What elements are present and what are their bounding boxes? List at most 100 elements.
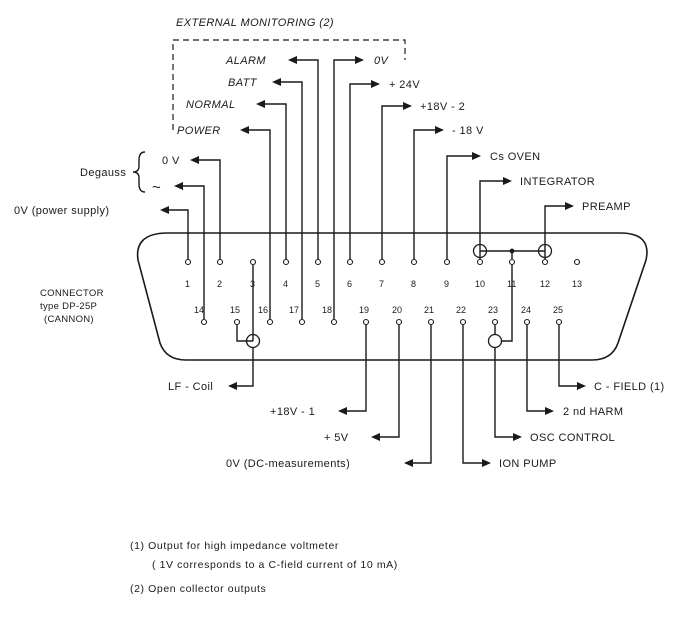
pin-12 bbox=[541, 258, 549, 266]
pin-number: 16 bbox=[258, 305, 268, 315]
pin-number: 4 bbox=[283, 279, 288, 289]
wire-integrator bbox=[479, 180, 503, 259]
wire-degauss-ac bbox=[182, 185, 205, 319]
label-degauss-0v: 0 V bbox=[162, 155, 180, 167]
arrow-0v-monitor bbox=[355, 56, 364, 64]
pin-10 bbox=[476, 258, 484, 266]
pin-number: 23 bbox=[488, 305, 498, 315]
pin-14 bbox=[200, 318, 208, 326]
jumper-3-15 bbox=[236, 265, 254, 342]
pins-top-row bbox=[184, 258, 581, 266]
label-preamp: PREAMP bbox=[582, 201, 631, 213]
pin-number: 10 bbox=[475, 279, 485, 289]
pin-23 bbox=[491, 318, 499, 326]
wire-osc-control bbox=[494, 348, 513, 438]
wire-plus24v bbox=[349, 83, 371, 259]
wire-plus18v-1 bbox=[346, 325, 367, 412]
pin-11 bbox=[508, 258, 516, 266]
pin-number: 1 bbox=[185, 279, 190, 289]
arrow-power bbox=[240, 126, 249, 134]
arrow-cs-oven bbox=[472, 152, 481, 160]
pin-number: 12 bbox=[540, 279, 550, 289]
jumper-11-23 bbox=[494, 265, 513, 342]
label-cs-oven: Cs OVEN bbox=[490, 151, 540, 163]
arrow-batt bbox=[272, 78, 281, 86]
pin-number: 22 bbox=[456, 305, 466, 315]
arrow-power-supply bbox=[160, 206, 169, 214]
degauss-brace bbox=[132, 151, 146, 193]
pin-15 bbox=[233, 318, 241, 326]
pin-21 bbox=[427, 318, 435, 326]
arrow-plus5v bbox=[371, 433, 380, 441]
label-plus24v: + 24V bbox=[389, 79, 420, 91]
label-alarm: ALARM bbox=[225, 55, 266, 67]
wire-2nd-harm bbox=[526, 325, 545, 412]
pin-8 bbox=[410, 258, 418, 266]
arrow-preamp bbox=[565, 202, 574, 210]
arrow-lf-coil bbox=[228, 382, 237, 390]
arrow-normal bbox=[256, 100, 265, 108]
arrow-degauss-0v bbox=[190, 156, 199, 164]
connector-shell bbox=[136, 232, 648, 361]
pin-5 bbox=[314, 258, 322, 266]
label-dc-measurements: 0V (DC-measurements) bbox=[226, 458, 350, 470]
pin-number: 5 bbox=[315, 279, 320, 289]
pin-number: 18 bbox=[322, 305, 332, 315]
label-plus18v-2: +18V - 2 bbox=[420, 101, 465, 113]
arrow-osc-control bbox=[513, 433, 522, 441]
pin-2 bbox=[216, 258, 224, 266]
pins-bottom-row bbox=[200, 318, 563, 326]
label-integrator: INTEGRATOR bbox=[520, 176, 595, 188]
pin-7 bbox=[378, 258, 386, 266]
pin-number: 17 bbox=[289, 305, 299, 315]
wire-alarm bbox=[296, 59, 319, 259]
external-monitoring-title: EXTERNAL MONITORING (2) bbox=[176, 17, 334, 29]
pin-3 bbox=[249, 258, 257, 266]
label-plus5v: + 5V bbox=[324, 432, 349, 444]
wire-dc-measurements bbox=[412, 325, 432, 464]
pin-number: 21 bbox=[424, 305, 434, 315]
pin-number: 25 bbox=[553, 305, 563, 315]
arrow-ion-pump bbox=[482, 459, 491, 467]
arrow-plus18v-1 bbox=[338, 407, 347, 415]
label-plus18v-1: +18V - 1 bbox=[270, 406, 315, 418]
wire-preamp bbox=[544, 205, 565, 259]
pin-19 bbox=[362, 318, 370, 326]
wire-power bbox=[248, 129, 271, 319]
wire-ion-pump bbox=[462, 325, 482, 464]
label-0v-monitor: 0V bbox=[374, 55, 390, 67]
label-power-supply: 0V (power supply) bbox=[14, 205, 109, 217]
wire-power-supply bbox=[168, 209, 189, 259]
label-osc-control: OSC CONTROL bbox=[530, 432, 615, 444]
pin-number: 8 bbox=[411, 279, 416, 289]
pin-20 bbox=[395, 318, 403, 326]
pin-16 bbox=[266, 318, 274, 326]
connector-label: CONNECTOR bbox=[40, 288, 104, 299]
label-degauss-ac: ~ bbox=[152, 179, 161, 196]
label-power: POWER bbox=[177, 125, 221, 137]
label-batt: BATT bbox=[228, 77, 258, 89]
wire-batt bbox=[280, 81, 303, 319]
pin-number: 24 bbox=[521, 305, 531, 315]
pin-4 bbox=[282, 258, 290, 266]
arrow-alarm bbox=[288, 56, 297, 64]
wire-lf-coil bbox=[236, 348, 254, 387]
wire-degauss-0v bbox=[198, 159, 221, 259]
connector-type: type DP-25P bbox=[40, 301, 97, 312]
pin-13 bbox=[573, 258, 581, 266]
pin-number: 9 bbox=[444, 279, 449, 289]
pin-numbers-top: 1 2 3 4 5 6 7 8 9 10 11 12 13 bbox=[185, 279, 582, 289]
footnote-1-detail: ( 1V corresponds to a C-field current of… bbox=[152, 559, 398, 571]
pin-number: 2 bbox=[217, 279, 222, 289]
arrow-c-field bbox=[577, 382, 586, 390]
pin-9 bbox=[443, 258, 451, 266]
wire-cs-oven bbox=[446, 155, 472, 259]
pin-number: 6 bbox=[347, 279, 352, 289]
pin-number: 20 bbox=[392, 305, 402, 315]
pin-number: 15 bbox=[230, 305, 240, 315]
arrow-dc-measurements bbox=[404, 459, 413, 467]
external-monitoring-box bbox=[172, 39, 406, 130]
pin-17 bbox=[298, 318, 306, 326]
pin-18 bbox=[330, 318, 338, 326]
